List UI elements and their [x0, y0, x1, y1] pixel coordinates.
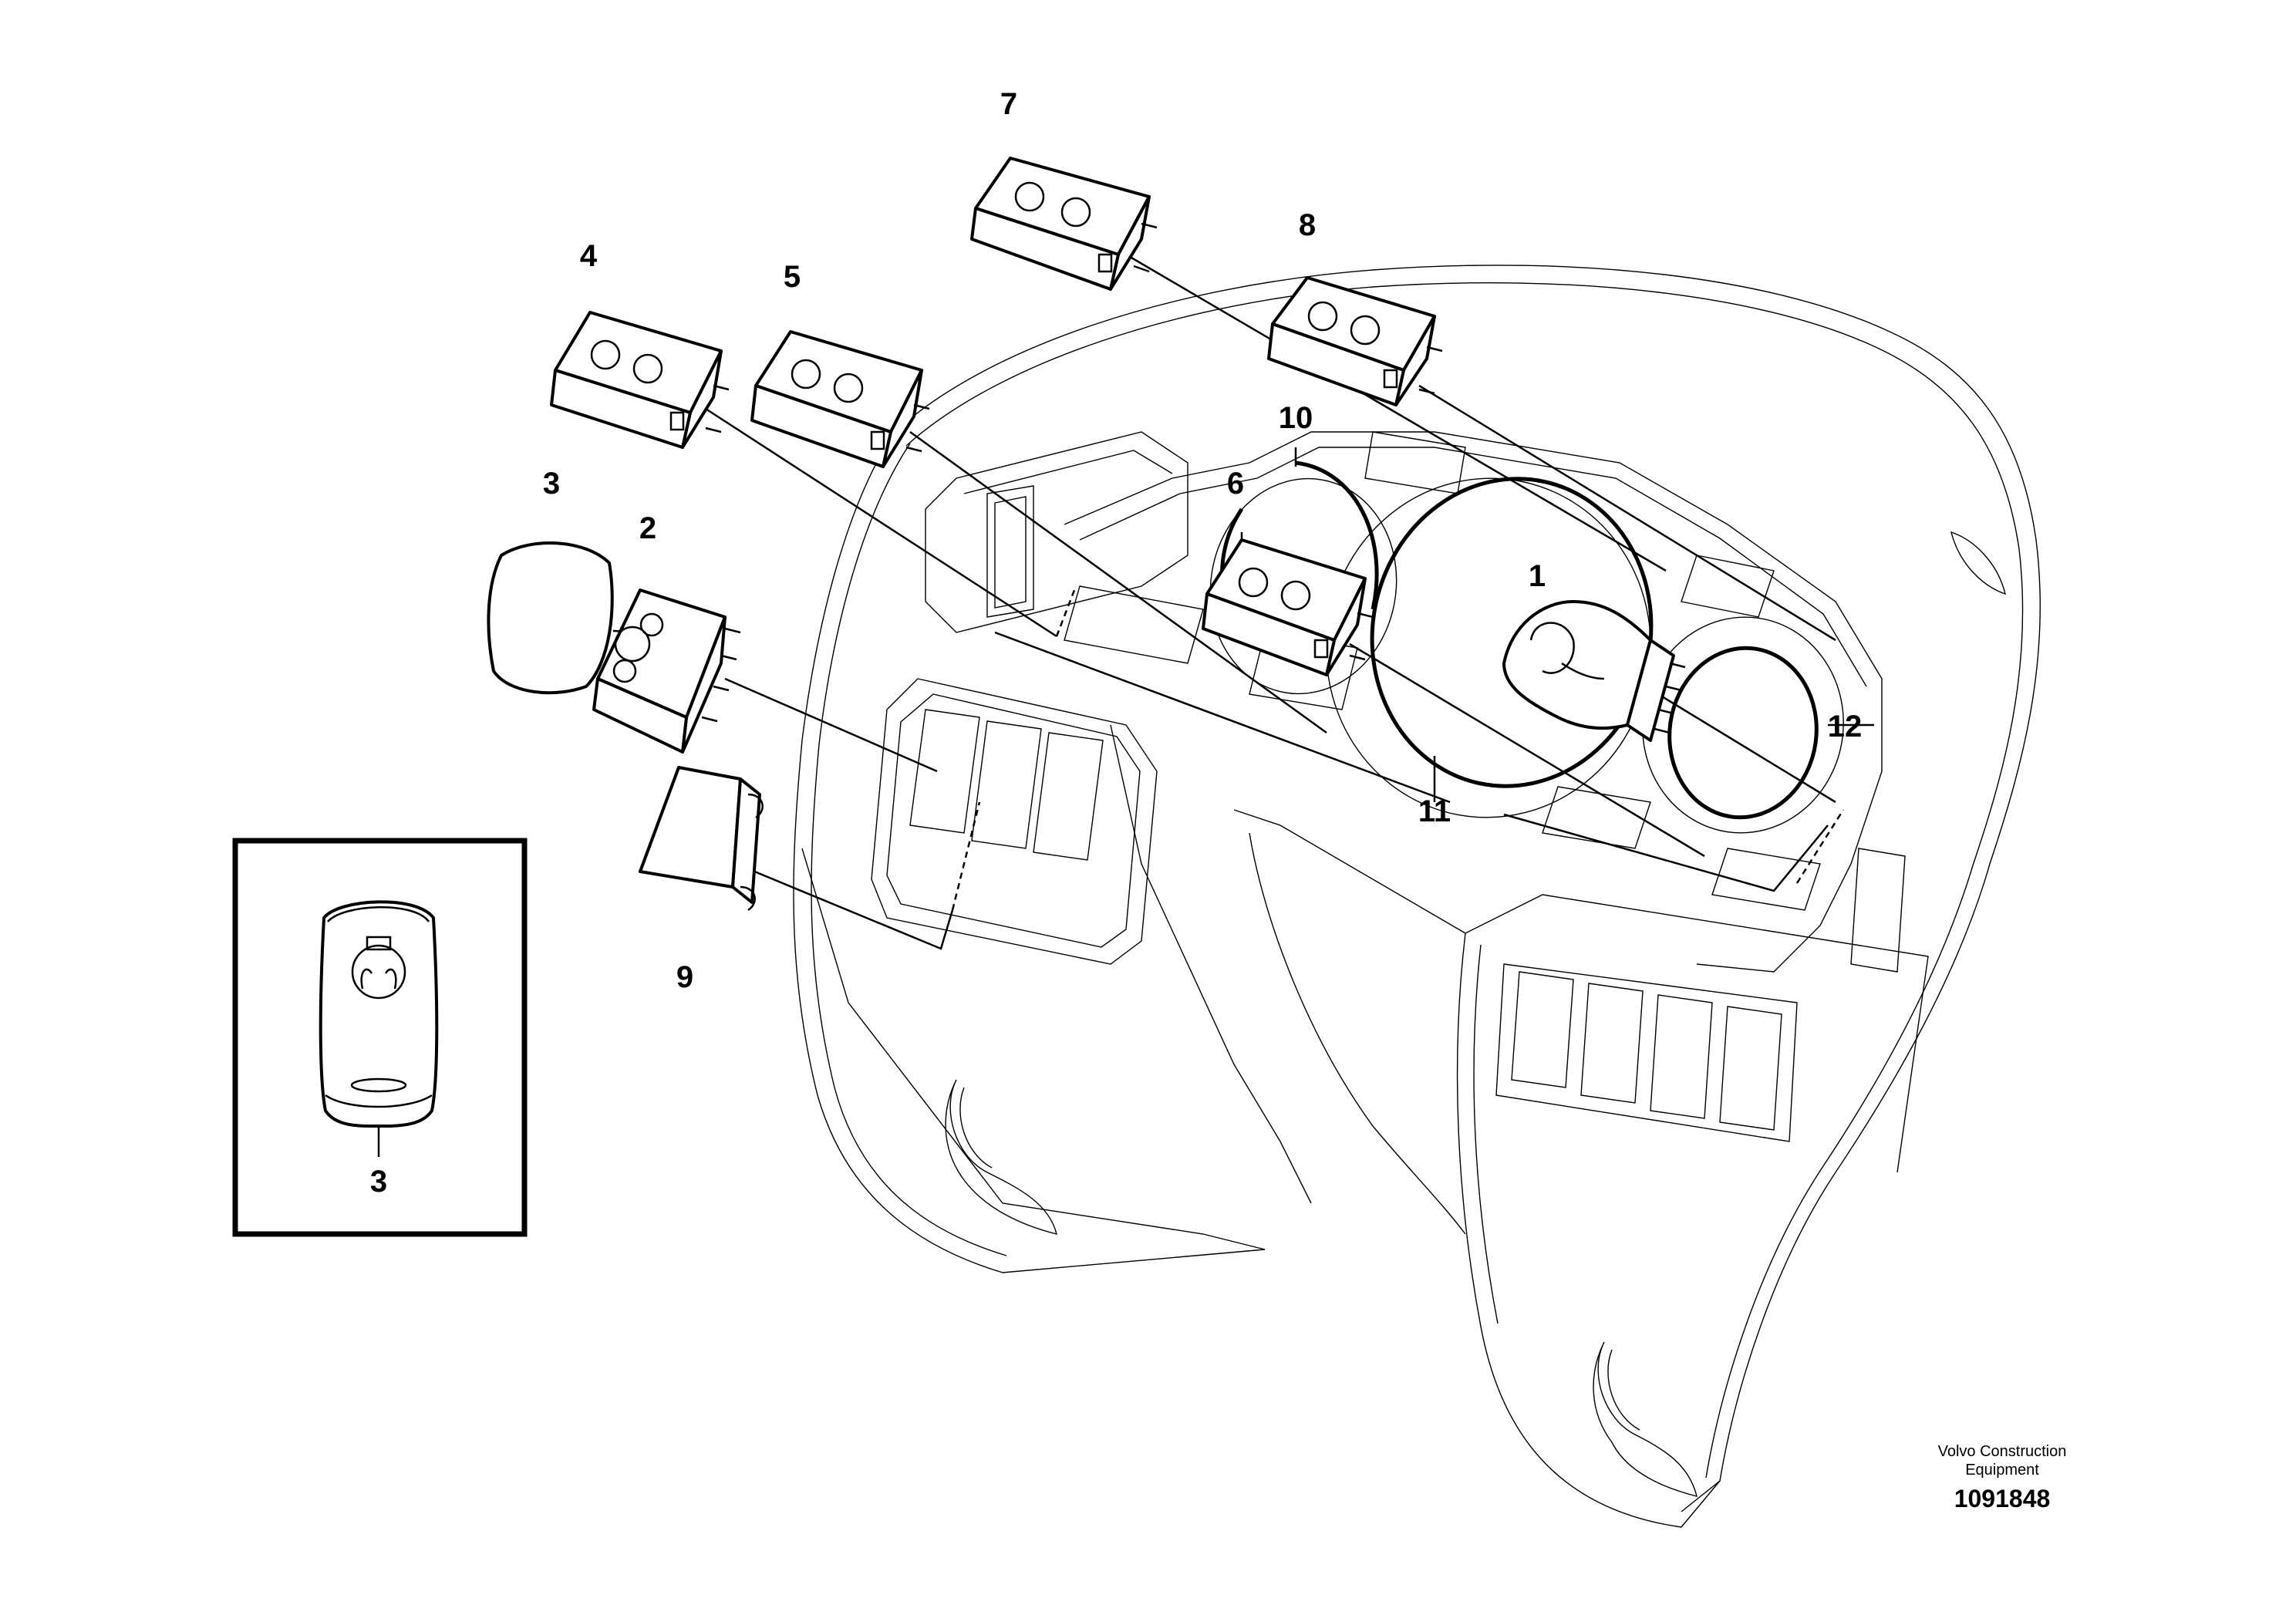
- switch-part-5: [750, 330, 930, 468]
- gauge-ring-12: [1667, 646, 1819, 820]
- inset-detail-box: [232, 838, 528, 1237]
- callout-1: 1: [1529, 559, 1546, 593]
- blank-plug-9: [639, 766, 764, 912]
- switch-part-8: [1267, 276, 1443, 406]
- callout-3a: 3: [543, 467, 560, 501]
- footer-drawing-number: 1091848: [1954, 1485, 2051, 1512]
- callout-4: 4: [580, 239, 598, 273]
- callout-2: 2: [639, 511, 656, 545]
- callout-8: 8: [1299, 208, 1316, 242]
- callout-11: 11: [1418, 794, 1451, 828]
- switch-part-4: [550, 311, 730, 449]
- callout-12: 12: [1828, 710, 1863, 744]
- dashboard-outline: [793, 265, 2041, 1528]
- footer-company-line2: Equipment: [1965, 1462, 2039, 1479]
- callout-10: 10: [1279, 401, 1313, 435]
- callout-9: 9: [676, 960, 693, 994]
- lamp-icon: [351, 936, 406, 1000]
- switch-part-2: [592, 588, 741, 754]
- callout-labels: 7 8 4 5 10 6 3 2 1 12 11 9 3: [370, 87, 1862, 1199]
- rocker-cap-3: [487, 541, 614, 695]
- drawing-footer: Volvo Construction Equipment 1091848: [1938, 1443, 2067, 1512]
- key-switch-1: [1502, 600, 1686, 742]
- leader-lines: [612, 253, 1874, 950]
- switch-part-6: [1202, 538, 1374, 676]
- callout-3b: 3: [370, 1165, 387, 1199]
- switch-part-7: [970, 157, 1158, 291]
- rocker-switch-front-view: [319, 900, 439, 1128]
- footer-company-line1: Volvo Construction: [1938, 1443, 2067, 1460]
- callout-5: 5: [784, 260, 801, 294]
- callout-7: 7: [1000, 87, 1017, 121]
- callout-6: 6: [1227, 467, 1244, 501]
